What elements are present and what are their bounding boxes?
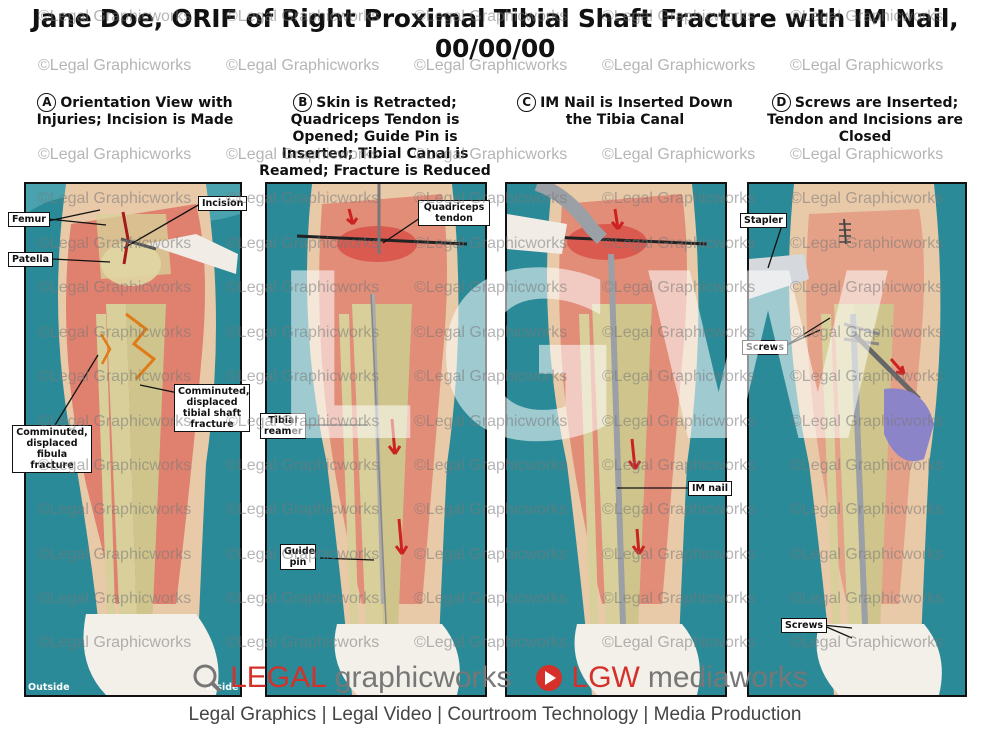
label-incision: Incision (198, 196, 248, 211)
panel-b-illustration (265, 182, 487, 697)
label-comminuted-fibula: Comminuted, displaced fibula fracture (12, 425, 92, 473)
page-title: Jane Doe, ORIF of Right Proximal Tibial … (31, 4, 959, 63)
label-tibial-reamer: Tibial reamer (260, 413, 306, 439)
play-logo-icon (535, 665, 562, 691)
watermark-text: ©Legal Graphicworks (38, 146, 192, 163)
footer-logos: LEGAL graphicworks LGW mediaworks (180, 660, 820, 696)
step-c-text: IM Nail is Inserted Down the Tibia Canal (540, 95, 733, 128)
logo-lgw-word: LGW (571, 661, 640, 694)
magnifier-logo-icon (193, 664, 222, 693)
step-d-letter: D (771, 93, 791, 112)
panel-d-illustration (747, 182, 967, 697)
watermark-text: ©Legal Graphicworks (602, 146, 756, 163)
label-outside: Outside (28, 682, 70, 693)
step-b-text: Skin is Retracted; Quadriceps Tendon is … (259, 95, 491, 179)
label-screws-top: Screws (742, 340, 789, 355)
label-comminuted-tibia: Comminuted, displaced tibial shaft fract… (174, 384, 250, 432)
label-femur: Femur (8, 212, 50, 227)
label-stapler: Stapler (740, 213, 787, 228)
footer-tagline: Legal Graphics | Legal Video | Courtroom… (188, 704, 802, 725)
logo-legal-word: LEGAL (230, 661, 327, 694)
label-guide-pin: Guide pin (280, 544, 316, 570)
label-im-nail: IM nail (688, 481, 732, 496)
step-d-text: Screws are Inserted; Tendon and Incision… (767, 95, 963, 145)
leg-illustration-b (267, 184, 485, 695)
logo-graphicworks-word: graphicworks (334, 661, 512, 694)
label-patella: Patella (8, 252, 54, 267)
leg-illustration-c (507, 184, 725, 695)
leg-illustration-d (749, 184, 965, 695)
panel-c-illustration (505, 182, 727, 697)
label-inside: Inside (206, 682, 239, 693)
logo-mediaworks-word: mediaworks (647, 661, 808, 694)
label-screws-bottom: Screws (781, 618, 828, 633)
step-b-letter: B (293, 93, 313, 112)
step-a-text: Orientation View with Injuries; Incision… (36, 95, 234, 128)
watermark-text: ©Legal Graphicworks (790, 146, 944, 163)
label-quadriceps-tendon: Quadriceps tendon (418, 200, 490, 226)
step-a-letter: A (37, 93, 57, 112)
step-c-letter: C (517, 93, 537, 112)
